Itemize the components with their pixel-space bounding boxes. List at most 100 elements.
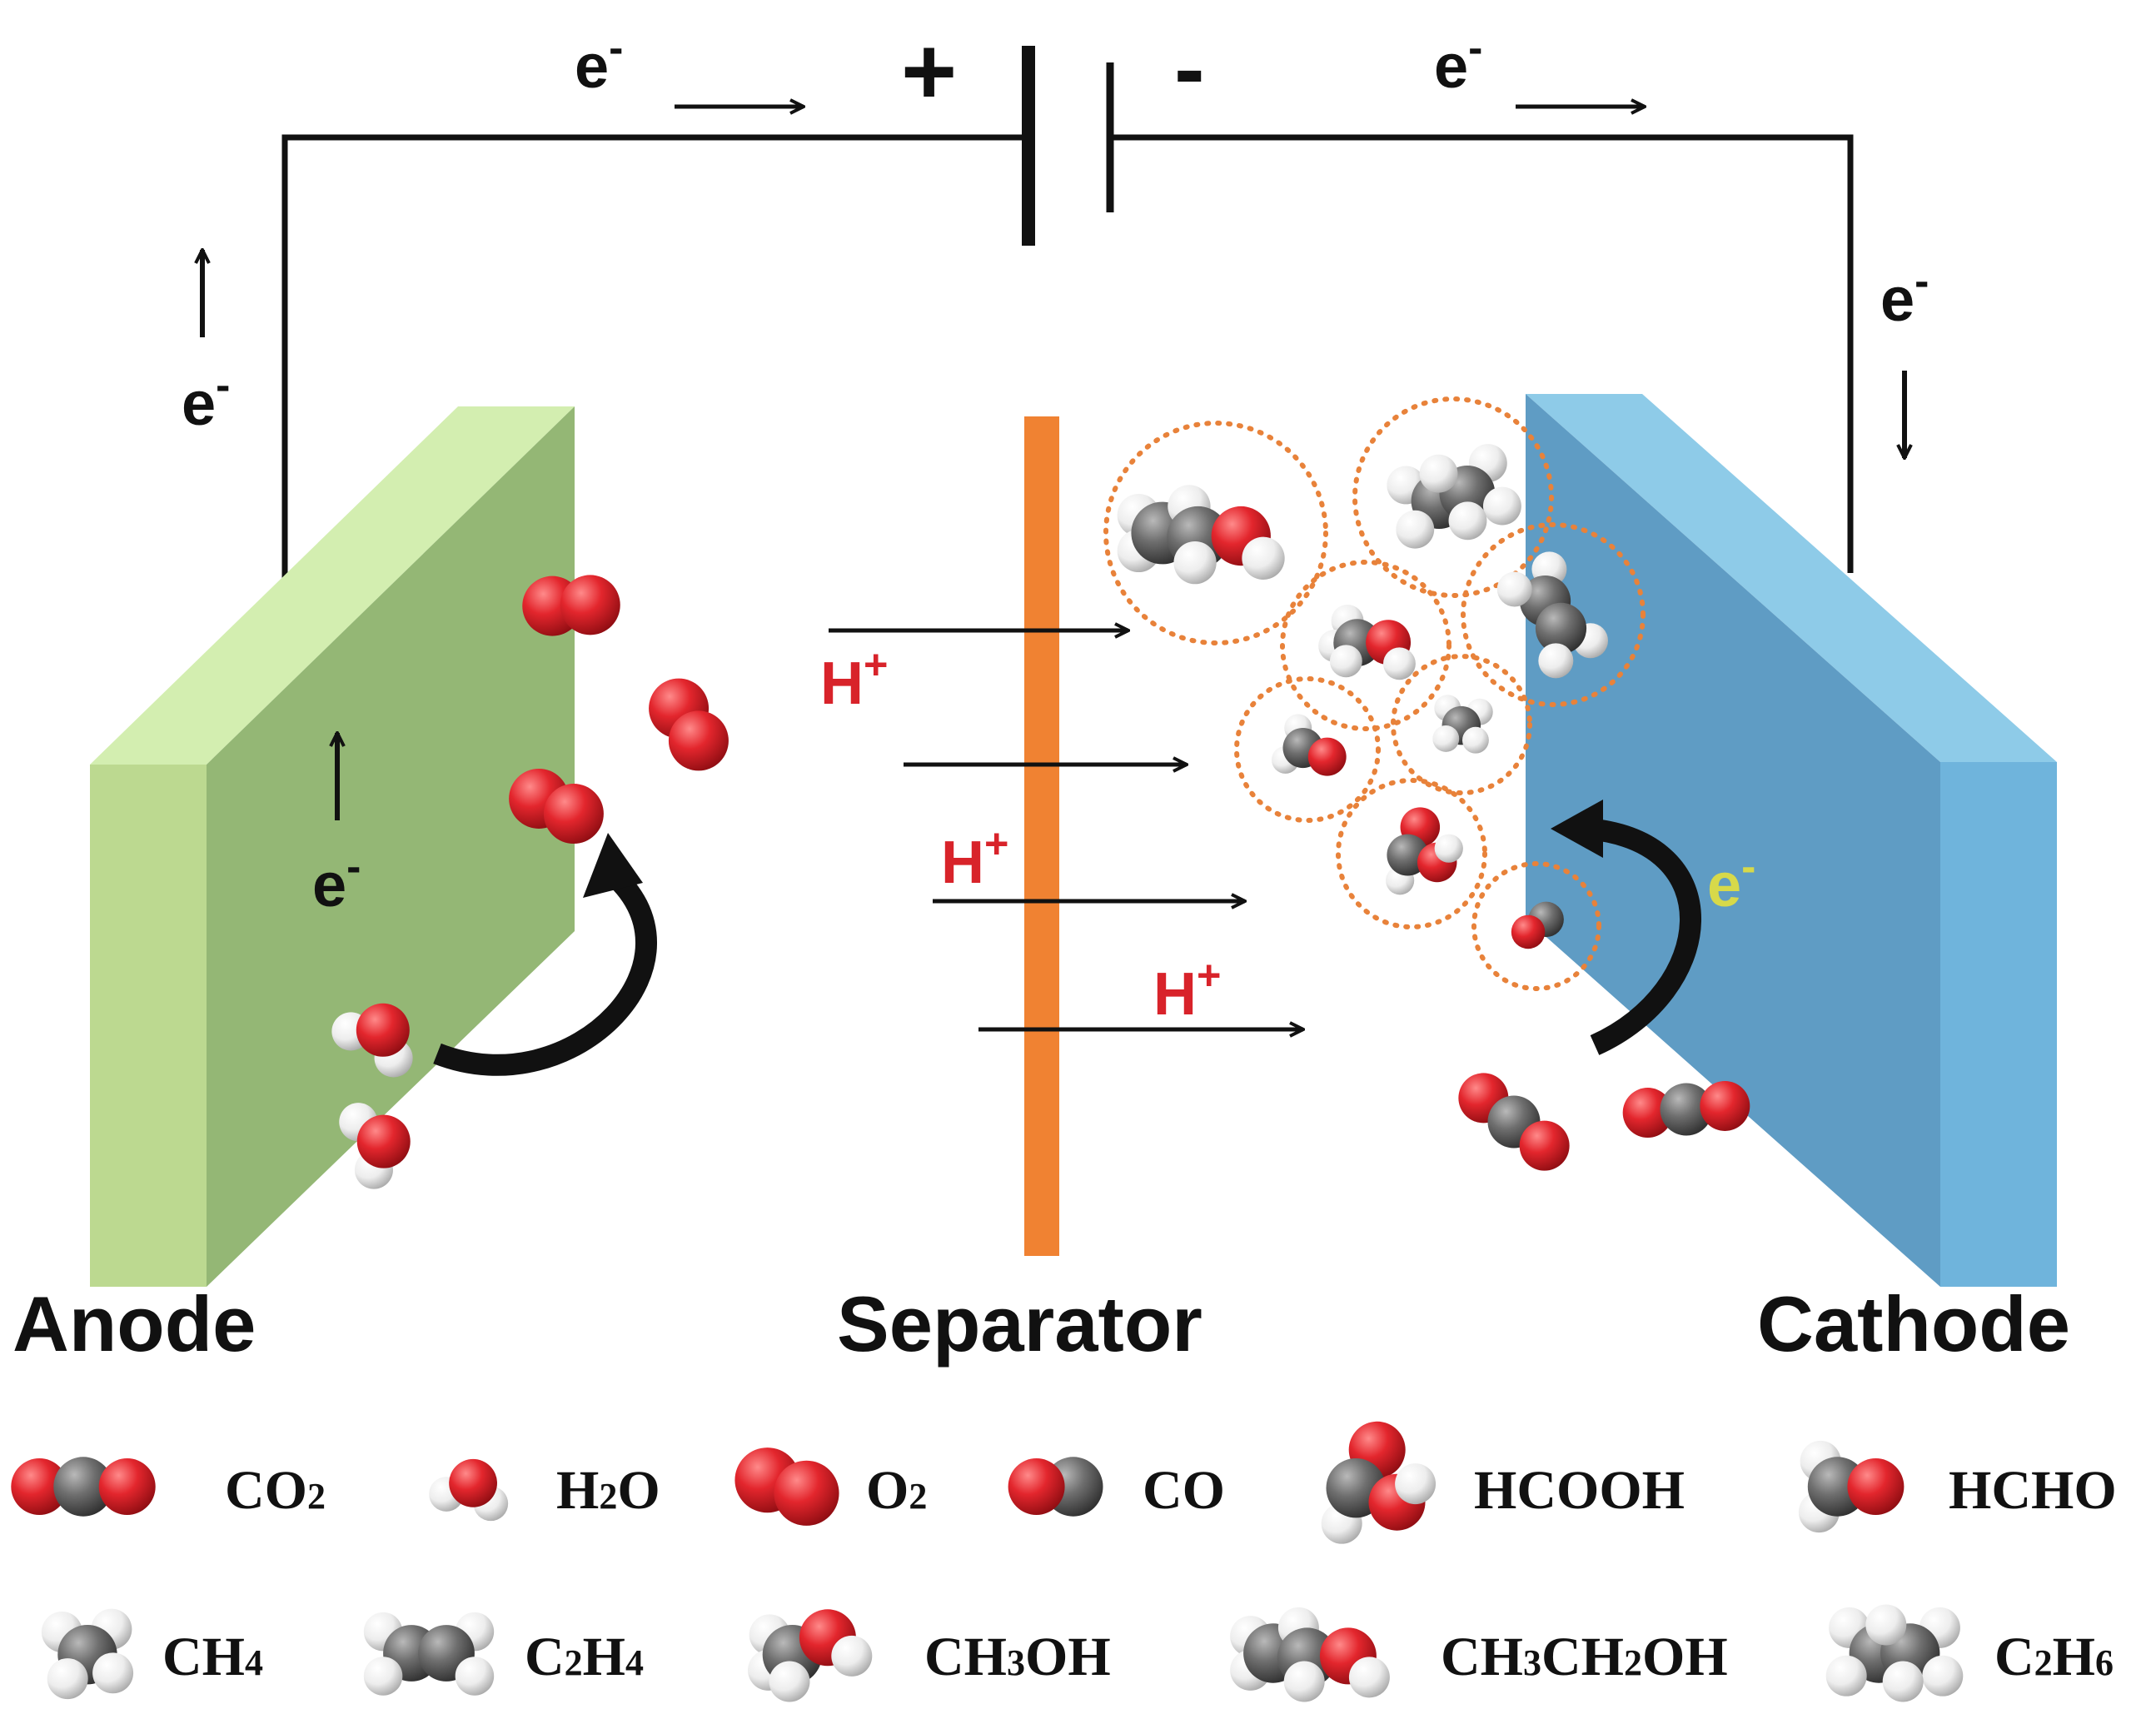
atom-h	[92, 1652, 134, 1694]
product-halo	[1336, 778, 1487, 929]
atom-h	[1432, 725, 1460, 752]
anode-reaction-arrow	[433, 833, 657, 1076]
o2-molecule	[649, 678, 729, 771]
legend-item-hcho: HCHO	[1798, 1440, 2117, 1533]
methane-product	[1432, 695, 1493, 754]
atom-h	[1242, 536, 1285, 580]
legend-item-co: CO	[1008, 1457, 1225, 1521]
atom-o	[543, 784, 604, 845]
molecules-layer	[331, 396, 1750, 1189]
atom-c	[1535, 602, 1587, 655]
atom-h	[47, 1658, 88, 1700]
co2-molecule-icon	[11, 1457, 156, 1517]
atom-o	[668, 710, 729, 771]
atom-c	[1660, 1083, 1713, 1136]
product-halo	[1471, 861, 1601, 991]
separator-label: Separator	[837, 1280, 1202, 1368]
atom-o	[1622, 1088, 1673, 1139]
legend-item-ch4: CH4	[41, 1608, 263, 1700]
electron-label-top-right: e-	[1434, 23, 1482, 101]
atom-o	[356, 1114, 411, 1168]
legend-label-h2o: H2O	[556, 1460, 660, 1521]
anode-electrode	[90, 406, 575, 1287]
molecule-legend: CO2 H2O O2 CO HCOOH HCHO CH4 C2H4 CH3OH CH3CH2OH C…	[11, 1421, 2117, 1702]
legend-item-c2h4: C2H4	[363, 1612, 644, 1696]
atom-o	[1519, 1120, 1570, 1171]
atom-o	[560, 575, 620, 635]
atom-o	[1511, 914, 1546, 949]
atom-h	[1922, 1655, 1964, 1697]
co-molecule-icon	[1008, 1457, 1103, 1517]
atom-o	[98, 1458, 156, 1515]
negative-terminal-label: -	[1174, 17, 1205, 120]
legend-label-c2h4: C2H4	[525, 1627, 644, 1687]
electron-label-top-left: e-	[575, 23, 623, 101]
electron-label-right: e-	[1880, 257, 1929, 334]
atom-o	[11, 1458, 68, 1515]
atom-h	[1538, 643, 1574, 679]
legend-label-o2: O2	[866, 1460, 927, 1521]
ch3oh-molecule-icon	[748, 1609, 873, 1702]
atom-o	[356, 1003, 410, 1057]
proton-label-2: H+	[941, 820, 1008, 896]
h2o-molecule	[331, 1003, 413, 1078]
atom-h	[1396, 510, 1435, 549]
legend-item-ch3oh: CH3OH	[748, 1609, 1111, 1702]
atom-h	[455, 1657, 495, 1696]
external-circuit	[281, 46, 1854, 579]
co2-molecule	[1458, 1073, 1570, 1171]
formaldehyde-product	[1272, 714, 1347, 776]
product-halo	[1280, 560, 1451, 731]
atom-h	[1329, 645, 1362, 678]
electron-label-cathode: e-	[1707, 842, 1755, 919]
atom-h	[1496, 571, 1532, 607]
atom-h	[1448, 501, 1487, 541]
product-halo	[1461, 522, 1646, 707]
legend-label-ch4: CH4	[162, 1627, 263, 1687]
hcooh-molecule-icon	[1321, 1421, 1437, 1544]
atom-h	[1419, 454, 1458, 493]
legend-label-co: CO	[1143, 1460, 1225, 1521]
c2h6-molecule-icon	[1825, 1604, 1964, 1702]
atom-h	[1395, 1463, 1437, 1505]
methanol-product	[1318, 604, 1416, 680]
anode-label: Anode	[12, 1280, 256, 1368]
atom-h	[1461, 726, 1489, 754]
legend-label-hcho: HCHO	[1949, 1460, 2117, 1521]
ethanol-product	[1117, 485, 1285, 585]
ch3ch2oh-molecule-icon	[1230, 1607, 1390, 1702]
atom-h	[1283, 1661, 1325, 1702]
atom-h	[769, 1661, 810, 1702]
atom-o	[1700, 1080, 1750, 1131]
electron-label-anode: e-	[312, 842, 361, 919]
positive-terminal-label: +	[901, 18, 957, 125]
co-product	[1511, 901, 1564, 949]
product-halo	[1352, 396, 1554, 598]
product-halo	[1103, 421, 1328, 645]
atom-h	[1882, 1661, 1924, 1702]
atom-h	[1173, 541, 1217, 585]
labels: e- + - e- e- e- e- e- H+ H+ H+ Anode Sep…	[12, 17, 2070, 1368]
legend-item-co2: CO2	[11, 1457, 326, 1521]
atom-o	[1008, 1458, 1065, 1515]
atom-h	[1865, 1604, 1907, 1646]
atom-h	[1825, 1655, 1867, 1697]
ch4-molecule-icon	[41, 1608, 134, 1700]
separator-membrane	[1024, 416, 1059, 1256]
atom-h	[1383, 647, 1416, 680]
atom-o	[774, 1460, 839, 1526]
proton-flow-arrows	[829, 630, 1303, 1029]
formic-acid-product	[1386, 807, 1463, 895]
atom-h	[1348, 1657, 1390, 1698]
legend-item-ch3ch2oh: CH3CH2OH	[1230, 1607, 1728, 1702]
electron-label-left: e-	[182, 361, 230, 438]
co2-molecule	[1622, 1080, 1750, 1139]
legend-item-hcooh: HCOOH	[1321, 1421, 1685, 1544]
legend-item-h2o: H2O	[429, 1458, 660, 1522]
o2-molecule	[509, 768, 604, 845]
legend-label-co2: CO2	[225, 1460, 326, 1521]
atom-h	[363, 1657, 403, 1696]
legend-item-c2h6: C2H6	[1825, 1604, 2114, 1702]
